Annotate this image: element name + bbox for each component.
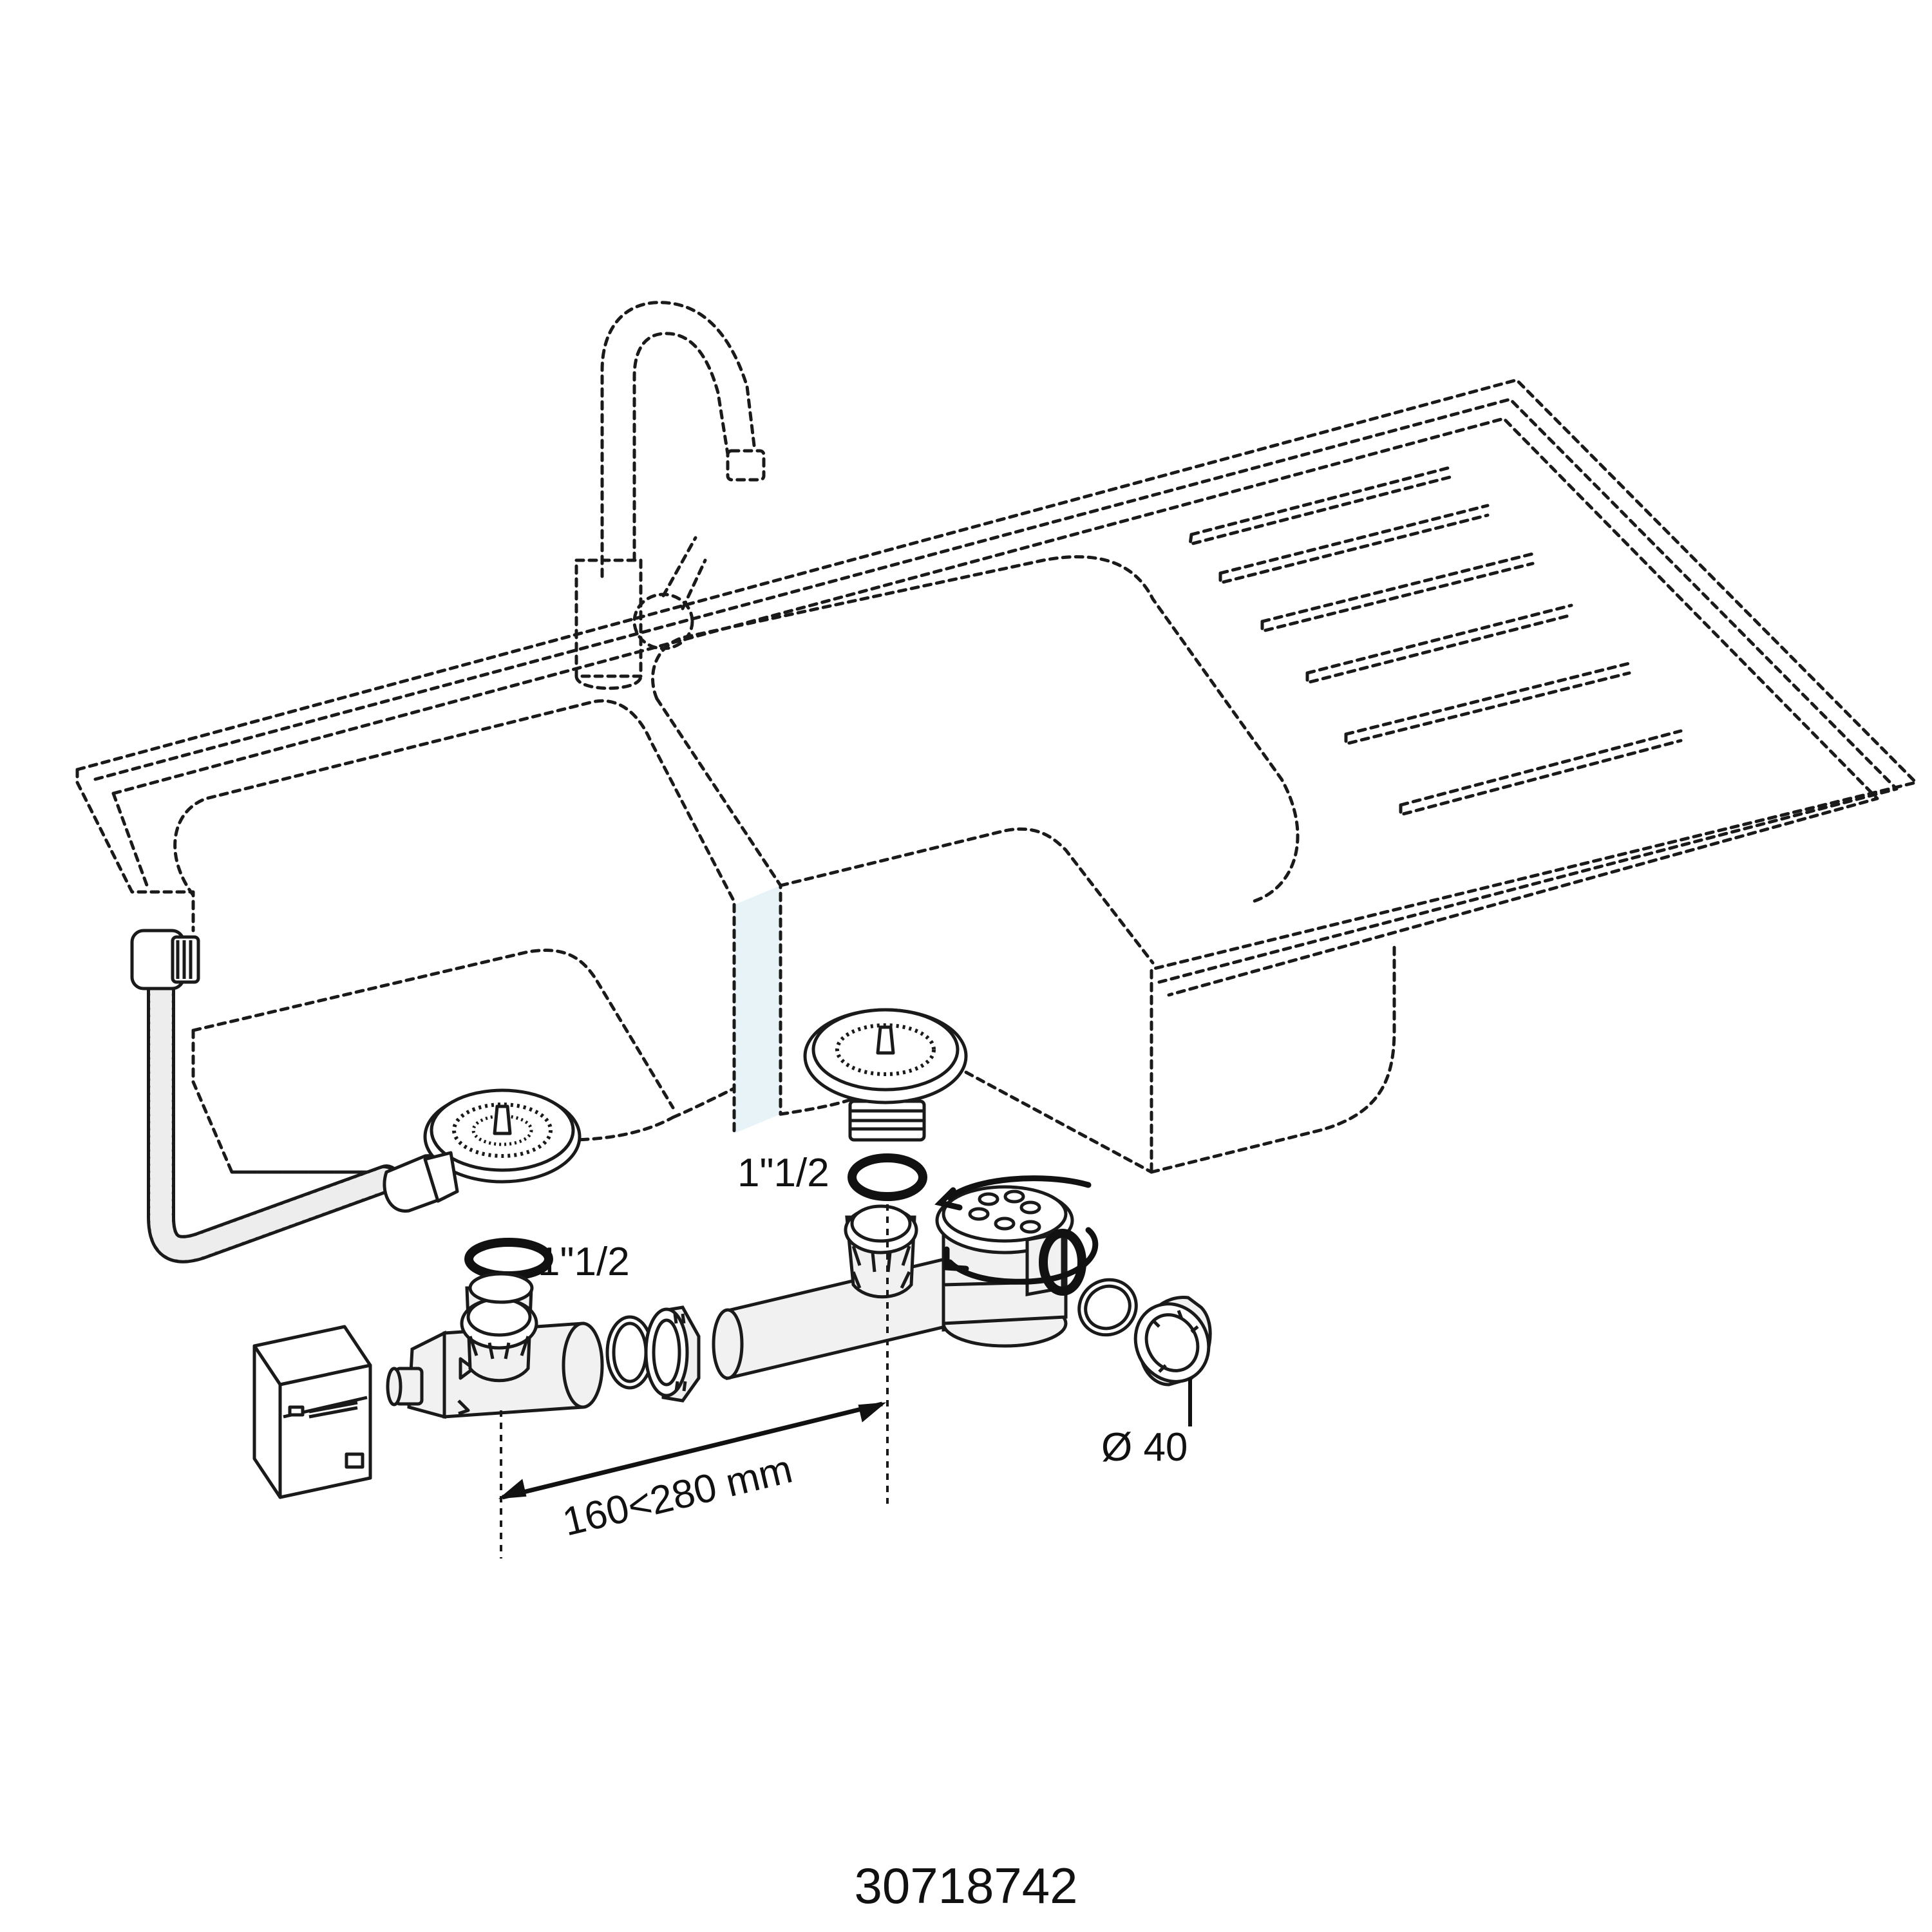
distance-dimension [498, 1204, 889, 1558]
drainboard-grooves [1188, 465, 1683, 817]
left-tee-fitting [386, 1272, 604, 1419]
right-basket-strainer [803, 1008, 968, 1142]
bowl-divider-highlight [734, 886, 781, 1133]
rotate-arrow-icon [934, 1175, 1099, 1285]
thread-size-label-left: 1"1/2 [538, 1240, 630, 1284]
middle-nut-and-washer [605, 1305, 701, 1403]
right-tee-fitting [844, 1204, 918, 1299]
washing-machine-icon [252, 1325, 372, 1499]
diameter-label: Ø 40 [1101, 1425, 1188, 1470]
left-basket-strainer [383, 1088, 582, 1213]
left-washer [464, 1238, 553, 1280]
distance-label: 160<280 mm [558, 1447, 797, 1545]
sink-outline [75, 378, 1918, 1174]
product-code: 30718742 [854, 1857, 1077, 1914]
connecting-pipe [712, 1250, 974, 1381]
thread-size-label-right: 1"1/2 [737, 1151, 829, 1195]
overflow-hose [130, 929, 401, 1264]
outlet-washer-and-nut [1077, 1278, 1212, 1387]
right-washer [848, 1153, 927, 1201]
bottle-trap [935, 1185, 1086, 1348]
faucet [574, 301, 766, 690]
